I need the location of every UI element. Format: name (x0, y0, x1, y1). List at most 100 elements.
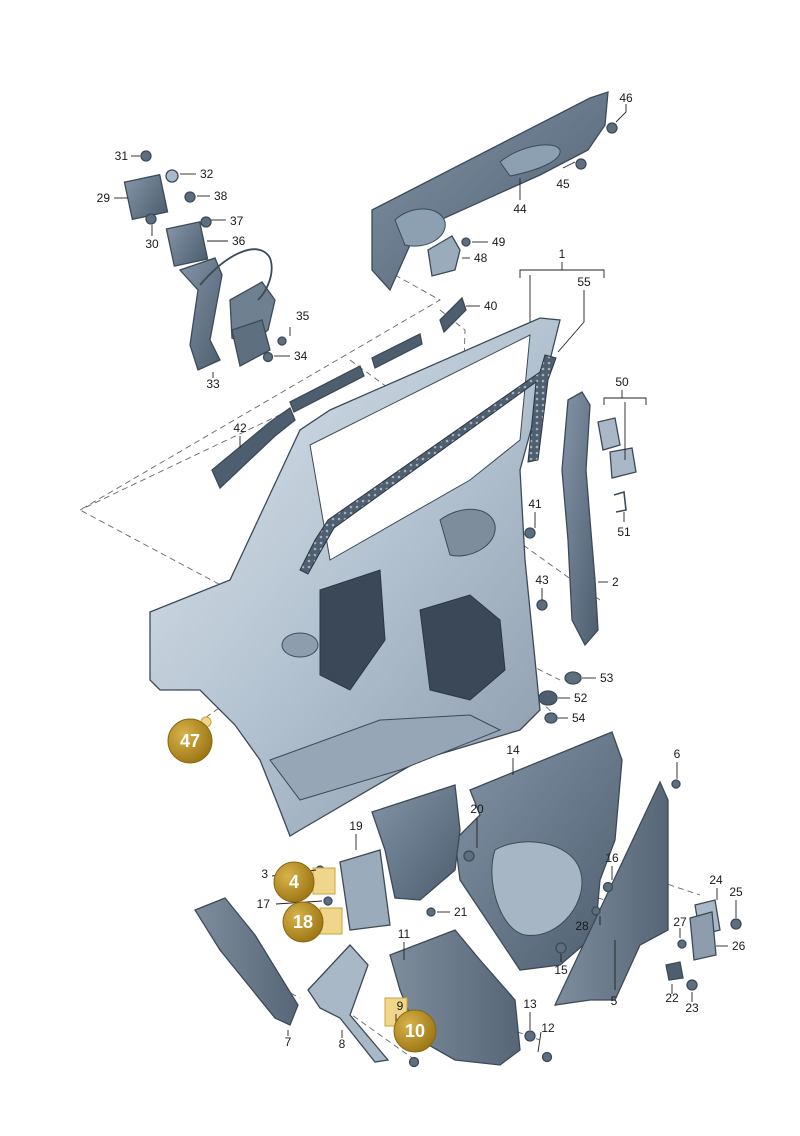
callout-46: 46 (619, 91, 633, 105)
part-16-nut (602, 881, 614, 893)
part-28-nut (591, 906, 601, 916)
callout-41: 41 (528, 497, 542, 511)
part-45-nut (575, 158, 587, 170)
part-25-nut (730, 918, 742, 930)
part-43-nut (536, 599, 548, 611)
part-30-nut (145, 213, 157, 225)
part-48-plate (427, 235, 461, 277)
part-12-bolt (541, 1051, 553, 1063)
callout-30: 30 (145, 237, 159, 251)
hinge-parts (597, 417, 637, 513)
part-50-hinge-upper (597, 417, 621, 451)
callout-7: 7 (285, 1035, 292, 1049)
callout-1: 1 (559, 247, 566, 261)
part-7-foam-strip (194, 897, 299, 1026)
callout-44: 44 (513, 202, 527, 216)
svg-text:47: 47 (180, 731, 200, 751)
callout-16: 16 (605, 851, 619, 865)
callout-17: 17 (257, 897, 271, 911)
part-26-hinge (689, 911, 717, 961)
callout-50: 50 (615, 375, 629, 389)
badge-10: 10 (393, 1009, 437, 1053)
part-54-plug (544, 712, 558, 724)
svg-text:10: 10 (405, 1021, 425, 1041)
callout-6: 6 (674, 747, 681, 761)
part-29-bracket (123, 173, 169, 221)
part-33-rail (178, 257, 223, 371)
callout-23: 23 (685, 1001, 699, 1015)
callout-26: 26 (732, 939, 746, 953)
part-46-nut (606, 122, 618, 134)
window-regulator-assembly (123, 150, 287, 371)
callout-33: 33 (206, 377, 220, 391)
callout-21: 21 (454, 905, 468, 919)
badge-47: 47 (167, 718, 213, 764)
callout-45: 45 (556, 177, 570, 191)
part-52-plug (538, 690, 558, 706)
part-51-clip (613, 490, 627, 513)
callout-24: 24 (709, 873, 723, 887)
callout-22: 22 (665, 991, 679, 1005)
part-13-nut (524, 1030, 536, 1042)
callout-43: 43 (535, 573, 549, 587)
callout-34: 34 (294, 349, 308, 363)
part-38-nut (184, 191, 196, 203)
part-8-bracket (307, 944, 390, 1063)
inner-door-panel-44 (371, 91, 618, 292)
lower-components (194, 731, 742, 1068)
part-19-panel (371, 784, 461, 901)
part-34-nut (262, 351, 274, 363)
callout-40: 40 (484, 299, 498, 313)
callout-13: 13 (523, 997, 537, 1011)
callout-31: 31 (115, 149, 129, 163)
callout-35: 35 (296, 309, 310, 323)
window-seal-part-55 (299, 354, 557, 575)
svg-text:4: 4 (289, 872, 299, 892)
callout-11: 11 (398, 927, 411, 941)
callout-25: 25 (729, 885, 743, 899)
callout-28: 28 (575, 919, 589, 933)
callout-53: 53 (600, 671, 614, 685)
callout-2: 2 (612, 575, 619, 589)
badge-4: 4 (273, 861, 315, 903)
part-23-nut (686, 979, 698, 991)
part-32-clip (165, 169, 179, 183)
callout-29: 29 (97, 191, 111, 205)
part-50-hinge-lower (609, 447, 637, 479)
part-35-bolt (277, 336, 287, 346)
bolt-under-9 (408, 1056, 420, 1068)
badge-18: 18 (282, 901, 324, 943)
callout-51: 51 (617, 525, 631, 539)
regulator-motor-housing (231, 319, 271, 367)
callout-labels: 1 2 3 5 6 7 8 9 11 12 13 14 15 16 17 19 … (97, 91, 746, 1051)
pillar-trim-part-2 (561, 391, 599, 647)
callout-5: 5 (611, 994, 618, 1008)
part-27-bolt (677, 939, 687, 949)
callout-52: 52 (574, 691, 588, 705)
callout-36: 36 (232, 234, 246, 248)
small-fasteners-right (524, 527, 582, 724)
part-5-sound-insulation (553, 780, 669, 1006)
callout-49: 49 (492, 235, 506, 249)
callout-14: 14 (506, 743, 520, 757)
part-36-module (165, 221, 209, 267)
callout-38: 38 (214, 189, 228, 203)
part-31-screw (140, 150, 152, 162)
trim-strips (211, 296, 467, 490)
part-53-plug (564, 671, 582, 685)
part-20-nut (463, 850, 475, 862)
part-19-flap (339, 849, 391, 931)
part-21-bolt (426, 907, 436, 917)
callout-32: 32 (200, 167, 214, 181)
callout-42: 42 (233, 421, 247, 435)
callout-48: 48 (474, 251, 488, 265)
part-42-strip (211, 407, 296, 490)
callout-19: 19 (349, 819, 363, 833)
callout-37: 37 (230, 214, 244, 228)
part-40-strip (439, 296, 467, 334)
callout-9: 9 (397, 999, 404, 1013)
door-shell-part-1 (149, 317, 561, 837)
callout-8: 8 (339, 1037, 346, 1051)
